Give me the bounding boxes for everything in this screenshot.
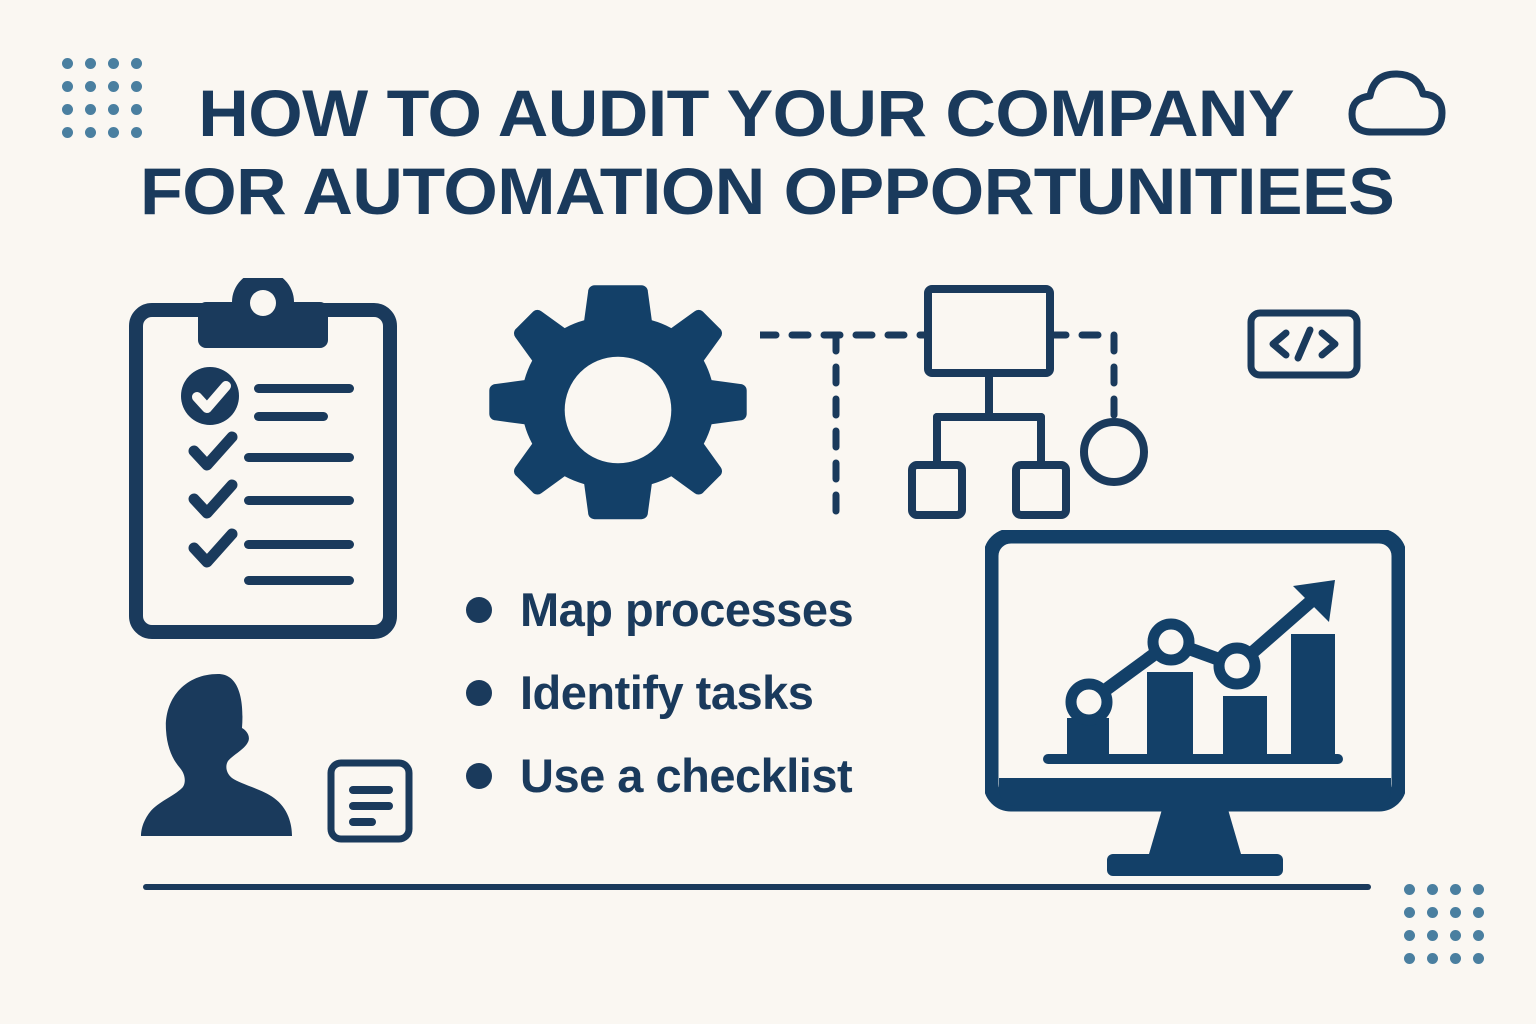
grid-dot [85,58,96,69]
chart-marker [1147,618,1195,666]
flow-node-child-left [908,461,966,519]
grid-dot [1427,907,1438,918]
page-title: HOW TO AUDIT YOUR COMPANY FOR AUTOMATION… [140,74,1395,230]
chart-bar [1291,634,1335,756]
grid-dot [1450,907,1461,918]
flow-node-child-right [1012,461,1070,519]
list-item: Identify tasks [466,651,936,734]
grid-dot [1450,953,1461,964]
grid-dot [1404,953,1415,964]
grid-dot [1473,930,1484,941]
grid-dot [108,58,119,69]
chart-marker [1213,642,1261,690]
grid-dot [108,127,119,138]
title-line-1: HOW TO AUDIT YOUR COMPANY [198,76,1295,150]
grid-dot [62,127,73,138]
grid-dot [1427,953,1438,964]
grid-dot [131,58,142,69]
bullet-dot-icon [466,762,492,789]
grid-dot [1404,884,1415,895]
bullet-label: Use a checklist [520,748,853,802]
chart-baseline [1043,754,1343,764]
grid-dot [85,104,96,115]
grid-dot [62,81,73,92]
chart-arrow-head [1293,580,1335,622]
bullet-label: Identify tasks [520,665,814,719]
list-item: Map processes [466,568,936,651]
grid-dot [131,127,142,138]
monitor-base [1107,854,1283,876]
cloud-icon [1340,62,1460,142]
chart-trend-line [1082,589,1324,709]
bullet-label: Map processes [520,582,854,636]
bullet-list: Map processes Identify tasks Use a check… [466,568,936,817]
bullet-dot-icon [466,596,492,623]
grid-dot [1473,953,1484,964]
bullet-dot-icon [466,679,492,706]
code-brackets-icon [1246,308,1362,380]
flow-node-main-box [924,285,1054,377]
grid-dot [62,58,73,69]
grid-dot [1404,907,1415,918]
dot-grid-top-left [62,58,142,138]
chart-bar [1147,672,1193,756]
grid-dot [85,127,96,138]
monitor-stand [1149,806,1241,854]
dot-grid-bottom-right [1404,884,1484,964]
grid-dot [131,81,142,92]
title-line-2: FOR AUTOMATION OPPORTUNITIEES [140,154,1395,228]
list-item: Use a checklist [466,734,936,817]
flow-node-circle [1080,418,1148,486]
grid-dot [1450,930,1461,941]
chart-marker [1065,678,1113,726]
grid-dot [131,104,142,115]
grid-dot [1473,884,1484,895]
document-lines-icon [326,758,414,844]
clipboard-checklist-icon [128,271,398,640]
grid-dot [1427,884,1438,895]
gear-icon [488,280,748,540]
grid-dot [1404,930,1415,941]
grid-dot [1473,907,1484,918]
person-silhouette-icon [140,672,298,838]
flowchart-diagram-icon [756,275,1180,525]
grid-dot [1427,930,1438,941]
monitor-growth-chart-icon [983,528,1407,895]
grid-dot [85,81,96,92]
grid-dot [108,104,119,115]
grid-dot [1450,884,1461,895]
grid-dot [62,104,73,115]
chart-bar [1223,696,1267,756]
grid-dot [108,81,119,92]
bottom-divider [143,884,1371,890]
